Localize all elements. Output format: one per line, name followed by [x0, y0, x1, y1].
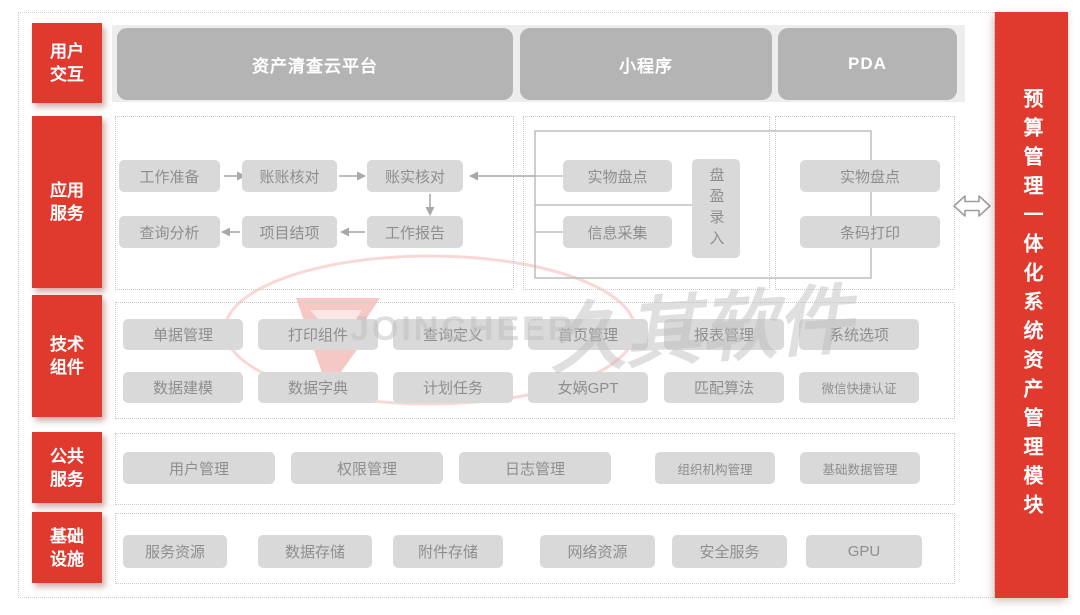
- tech-box-nuwa-gpt: 女娲GPT: [528, 372, 648, 403]
- tech-box-wechat-quick-auth: 微信快捷认证: [799, 372, 919, 403]
- tech-box-document-management: 单据管理: [123, 319, 243, 350]
- layer-label-line: 技术: [50, 335, 84, 354]
- layer-label-line: 公共: [50, 446, 84, 466]
- layer-label-infrastructure: 基础 设施: [32, 512, 102, 583]
- miniapp-box-physical-inventory: 实物盘点: [563, 160, 672, 192]
- public-box-user-management: 用户管理: [123, 452, 275, 484]
- pda-box-physical-inventory: 实物盘点: [800, 160, 940, 192]
- infra-box-attachment-storage: 附件存储: [393, 535, 503, 568]
- flow-box-work-preparation: 工作准备: [119, 160, 220, 192]
- layer-label-line: 组件: [50, 358, 84, 377]
- infra-box-service-resources: 服务资源: [123, 535, 227, 568]
- layer-label-line: 服务: [50, 469, 84, 489]
- tech-box-matching-algorithm: 匹配算法: [664, 372, 784, 403]
- double-arrow-icon: [953, 195, 991, 217]
- tech-box-report-management: 报表管理: [664, 319, 784, 350]
- layer-label-line: 服务: [50, 204, 84, 223]
- infra-box-network-resources: 网络资源: [540, 535, 655, 568]
- layer-label-line: 基础: [50, 526, 84, 546]
- tech-box-system-options: 系统选项: [799, 319, 919, 350]
- tech-box-query-definition: 查询定义: [393, 319, 513, 350]
- layer-label-application-services: 应用 服务: [32, 116, 102, 288]
- tech-box-data-dictionary: 数据字典: [258, 372, 378, 403]
- layer-label-line: 应用: [50, 181, 84, 200]
- tech-box-print-component: 打印组件: [258, 319, 378, 350]
- pda-box-barcode-printing: 条码打印: [800, 216, 940, 248]
- section-cloud-platform-apps: [115, 116, 514, 290]
- right-bar-budget-integrated-asset-module: 预算管理一体化系统资产管理模块: [995, 12, 1068, 598]
- header-mini-program: 小程序: [520, 28, 772, 100]
- layer-label-line: 用户: [50, 42, 84, 61]
- section-pda-apps: [775, 116, 955, 290]
- tech-box-scheduled-tasks: 计划任务: [393, 372, 513, 403]
- section-technical-components: [115, 302, 955, 419]
- section-public-services: [115, 433, 955, 505]
- infra-box-security-services: 安全服务: [672, 535, 787, 568]
- diagram-outer-border: [18, 12, 995, 598]
- section-infrastructure: [115, 513, 955, 584]
- flow-box-book-to-physical-check: 账实核对: [367, 160, 463, 192]
- header-pda: PDA: [778, 28, 957, 100]
- layer-label-technical-components: 技术 组件: [32, 295, 102, 417]
- tech-box-homepage-management: 首页管理: [528, 319, 648, 350]
- tech-box-data-modeling: 数据建模: [123, 372, 243, 403]
- public-box-log-management: 日志管理: [459, 452, 611, 484]
- flow-box-book-to-book-check: 账账核对: [242, 160, 337, 192]
- layer-label-public-services: 公共 服务: [32, 432, 102, 503]
- infra-box-data-storage: 数据存储: [258, 535, 372, 568]
- public-box-organization-management: 组织机构管理: [655, 452, 775, 484]
- flow-box-work-report: 工作报告: [367, 216, 463, 248]
- layer-label-line: 设施: [50, 549, 84, 569]
- section-mini-program-apps: [523, 116, 770, 290]
- miniapp-box-info-collection: 信息采集: [563, 216, 672, 248]
- infra-box-gpu: GPU: [806, 535, 922, 568]
- layer-label-user-interaction: 用户 交互: [32, 23, 102, 103]
- flow-box-project-closeout: 项目结项: [242, 216, 337, 248]
- miniapp-box-surplus-entry: 盘盈录入: [692, 159, 740, 258]
- layer-label-line: 交互: [50, 65, 84, 84]
- public-box-basic-data-management: 基础数据管理: [800, 452, 920, 484]
- public-box-permission-management: 权限管理: [291, 452, 443, 484]
- flow-box-query-analysis: 查询分析: [119, 216, 220, 248]
- header-asset-inventory-cloud-platform: 资产清查云平台: [117, 28, 513, 100]
